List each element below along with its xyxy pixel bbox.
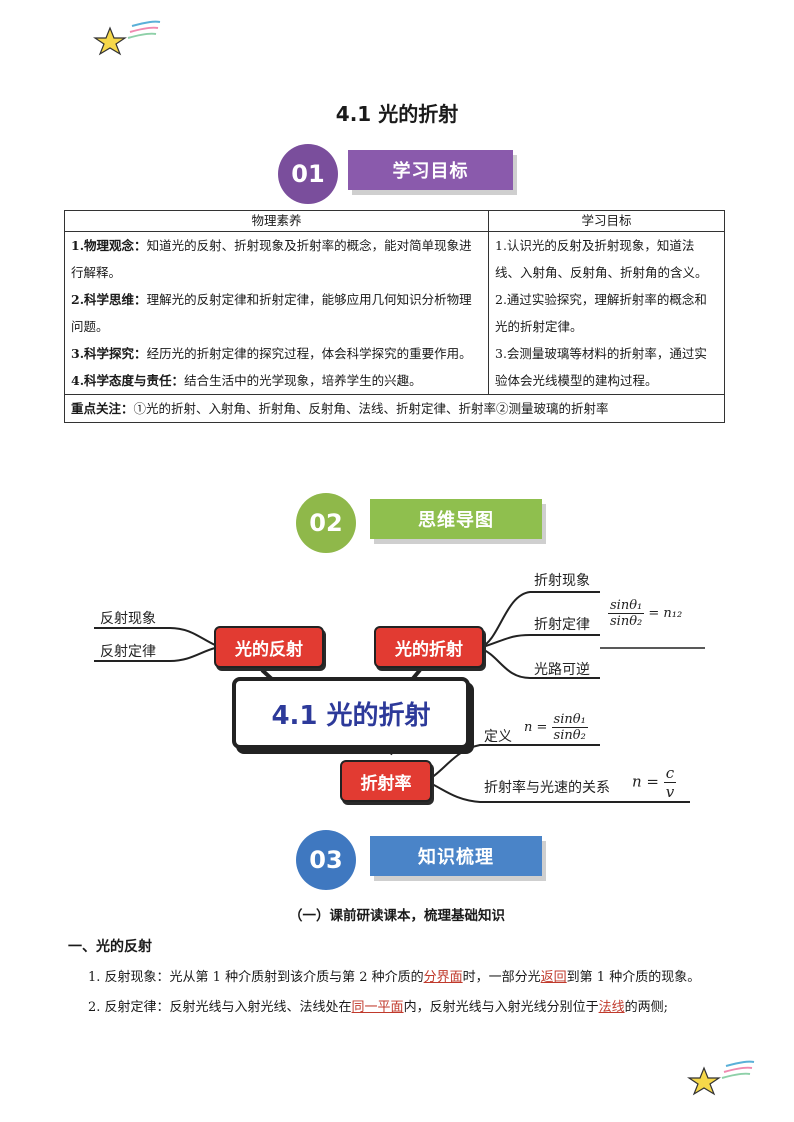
section-title: 思维导图 — [370, 499, 542, 539]
document-title: 4.1 光的折射 — [335, 102, 459, 126]
mindmap-leaf: 折射定律 — [534, 617, 590, 633]
section-number-badge: 03 — [296, 830, 356, 890]
star-decoration-bottom — [687, 1060, 755, 1096]
literacy-cell: 1.物理观念：知道光的反射、折射现象及折射率的概念，能对简单现象进行解释。 2.… — [64, 231, 489, 395]
literacy-item: 4.科学态度与责任：结合生活中的光学现象，培养学生的兴趣。 — [71, 373, 422, 388]
goal-item: 3.会测量玻璃等材料的折射率，通过实验体会光线模型的建构过程。 — [495, 346, 707, 388]
focus-row: 重点关注：①光的折射、入射角、折射角、反射角、法线、折射定律、折射率②测量玻璃的… — [64, 394, 725, 423]
mindmap-center-node: 4.1 光的折射 — [232, 677, 470, 749]
section-title: 学习目标 — [348, 150, 513, 190]
paragraph-reflection-law: 2. 反射定律：反射光线与入射光线、法线处在同一平面内，反射光线与入射光线分别位… — [88, 1000, 668, 1015]
mindmap-leaf: 光路可逆 — [534, 662, 590, 678]
table-header-goals: 学习目标 — [488, 210, 725, 232]
mindmap-node-reflection: 光的反射 — [214, 626, 324, 668]
mindmap-leaf: 折射现象 — [534, 573, 590, 589]
mindmap-leaf: 反射定律 — [100, 644, 156, 660]
mindmap-node-index: 折射率 — [340, 760, 432, 802]
mindmap-leaf: 定义 — [484, 729, 512, 745]
mindmap-leaf: 折射率与光速的关系 — [484, 780, 610, 796]
mindmap-node-refraction: 光的折射 — [374, 626, 484, 668]
goals-table: 物理素养 学习目标 1.物理观念：知道光的反射、折射现象及折射率的概念，能对简单… — [64, 210, 725, 423]
table-header-literacy: 物理素养 — [64, 210, 489, 232]
mindmap-leaf: 反射现象 — [100, 611, 156, 627]
goals-cell: 1.认识光的反射及折射现象，知道法线、入射角、反射角、折射角的含义。 2.通过实… — [488, 231, 725, 395]
literacy-item: 2.科学思维：理解光的反射定律和折射定律，能够应用几何知识分析物理问题。 — [71, 292, 472, 334]
literacy-item: 1.物理观念：知道光的反射、折射现象及折射率的概念，能对简单现象进行解释。 — [71, 238, 472, 280]
section-number-badge: 01 — [278, 144, 338, 204]
goal-item: 2.通过实验探究，理解折射率的概念和光的折射定律。 — [495, 292, 707, 334]
heading-reflection: 一、光的反射 — [68, 939, 152, 955]
paragraph-reflection-phenomenon: 1. 反射现象：光从第 1 种介质射到该介质与第 2 种介质的分界面时，一部分光… — [88, 970, 701, 985]
subsection-title: （一）课前研读课本，梳理基础知识 — [289, 908, 505, 924]
literacy-item: 3.科学探究：经历光的折射定律的探究过程，体会科学探究的重要作用。 — [71, 346, 472, 361]
goal-item: 1.认识光的反射及折射现象，知道法线、入射角、反射角、折射角的含义。 — [495, 238, 708, 280]
section-number-badge: 02 — [296, 493, 356, 553]
star-decoration-top — [93, 20, 161, 56]
section-title: 知识梳理 — [370, 836, 542, 876]
